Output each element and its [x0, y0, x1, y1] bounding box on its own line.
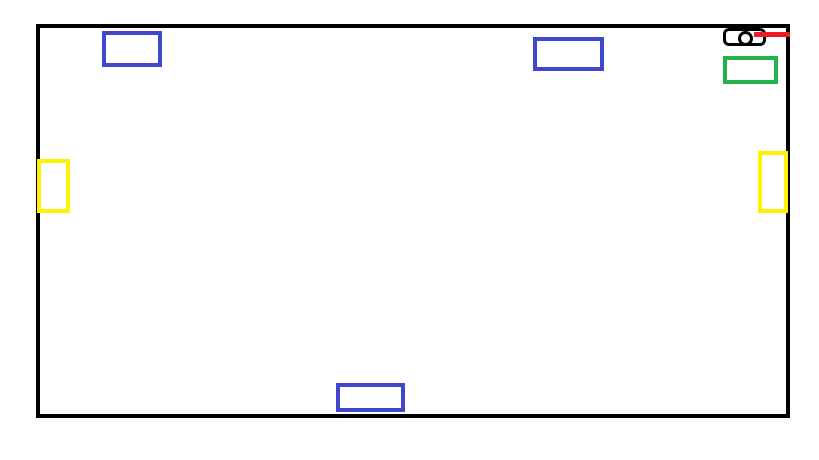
blue-box-bottom	[336, 383, 405, 412]
blue-box-top-left	[102, 31, 162, 67]
black-circle-shape	[738, 31, 753, 46]
outer-frame	[36, 24, 790, 418]
yellow-box-left	[37, 159, 70, 213]
red-line	[754, 32, 790, 37]
blue-box-top-right	[533, 37, 604, 71]
green-box	[723, 56, 778, 84]
yellow-box-right	[758, 151, 788, 213]
